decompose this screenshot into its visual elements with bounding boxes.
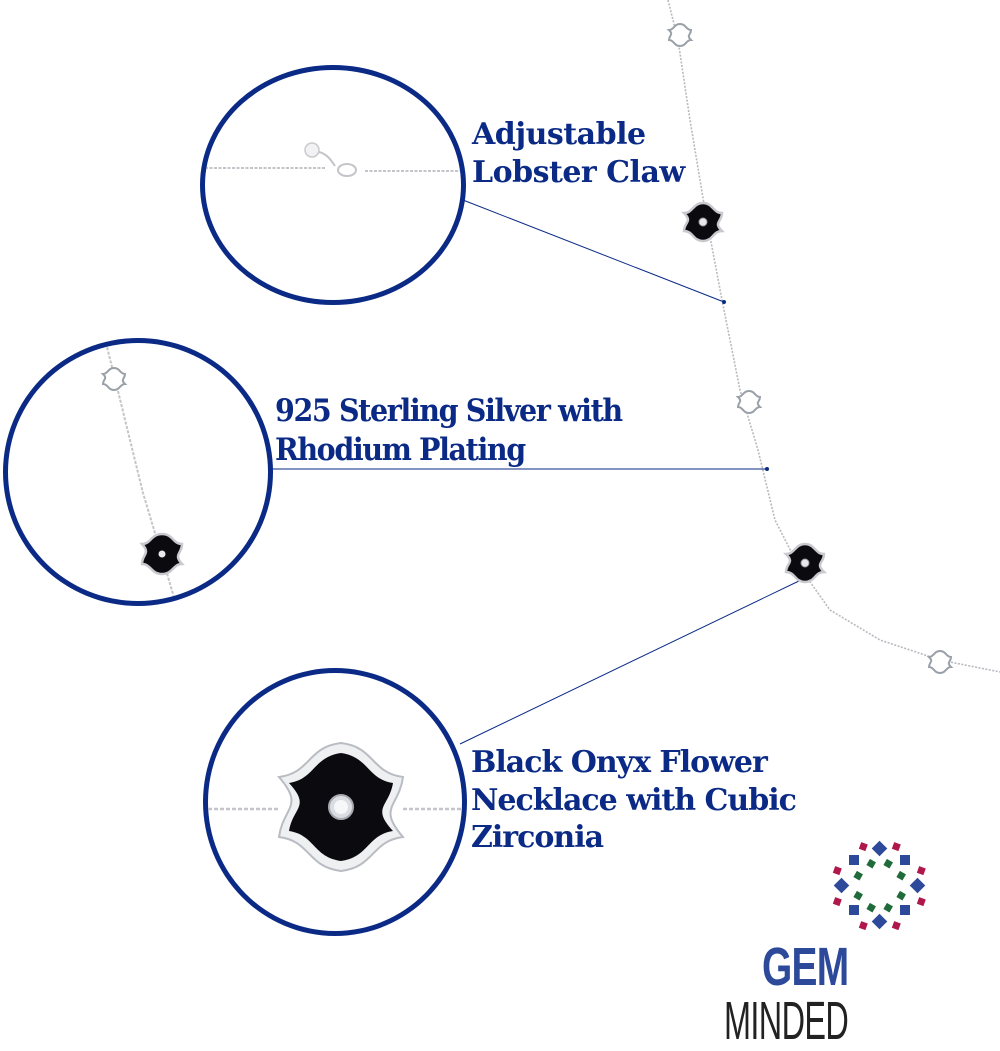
callout-line: Black Onyx Flower bbox=[471, 745, 768, 780]
onyx-flower-charm-2 bbox=[782, 542, 828, 584]
detail-circle-lobster-claw bbox=[200, 65, 466, 305]
detail-circle-silver-chain bbox=[3, 338, 273, 606]
callout-line: Adjustable bbox=[472, 117, 646, 152]
callout-label-lobster-claw: Adjustable Lobster Claw bbox=[472, 116, 685, 191]
silver-flower-charm-3 bbox=[926, 649, 954, 675]
silver-flower-charm-1 bbox=[666, 22, 694, 48]
gemminded-logo-icon bbox=[832, 840, 926, 931]
callout-label-onyx: Black Onyx Flower Necklace with Cubic Zi… bbox=[471, 744, 797, 857]
necklace-illustration bbox=[272, 0, 1000, 745]
onyx-flower-illustration bbox=[208, 741, 462, 873]
callout-line: Rhodium Plating bbox=[275, 431, 526, 468]
callout-line: 925 Sterling Silver with bbox=[275, 393, 623, 429]
brand-name-light: MINDED bbox=[724, 991, 849, 1051]
onyx-flower-charm-1 bbox=[680, 201, 726, 243]
callout-label-silver: 925 Sterling Silver with Rhodium Plating bbox=[275, 392, 623, 470]
lobster-clasp-illustration bbox=[205, 142, 461, 177]
callout-line: Zirconia bbox=[471, 820, 604, 855]
callout-line: Necklace with Cubic bbox=[471, 782, 797, 818]
silver-flower-charm-2 bbox=[735, 389, 763, 415]
brand-logo-text: GEMMINDED bbox=[724, 937, 1000, 1048]
silver-chain-illustration bbox=[100, 343, 185, 601]
callout-line: Lobster Claw bbox=[472, 154, 685, 190]
detail-circle-onyx-flower bbox=[203, 668, 467, 936]
brand-name-bold: GEM bbox=[762, 937, 849, 997]
